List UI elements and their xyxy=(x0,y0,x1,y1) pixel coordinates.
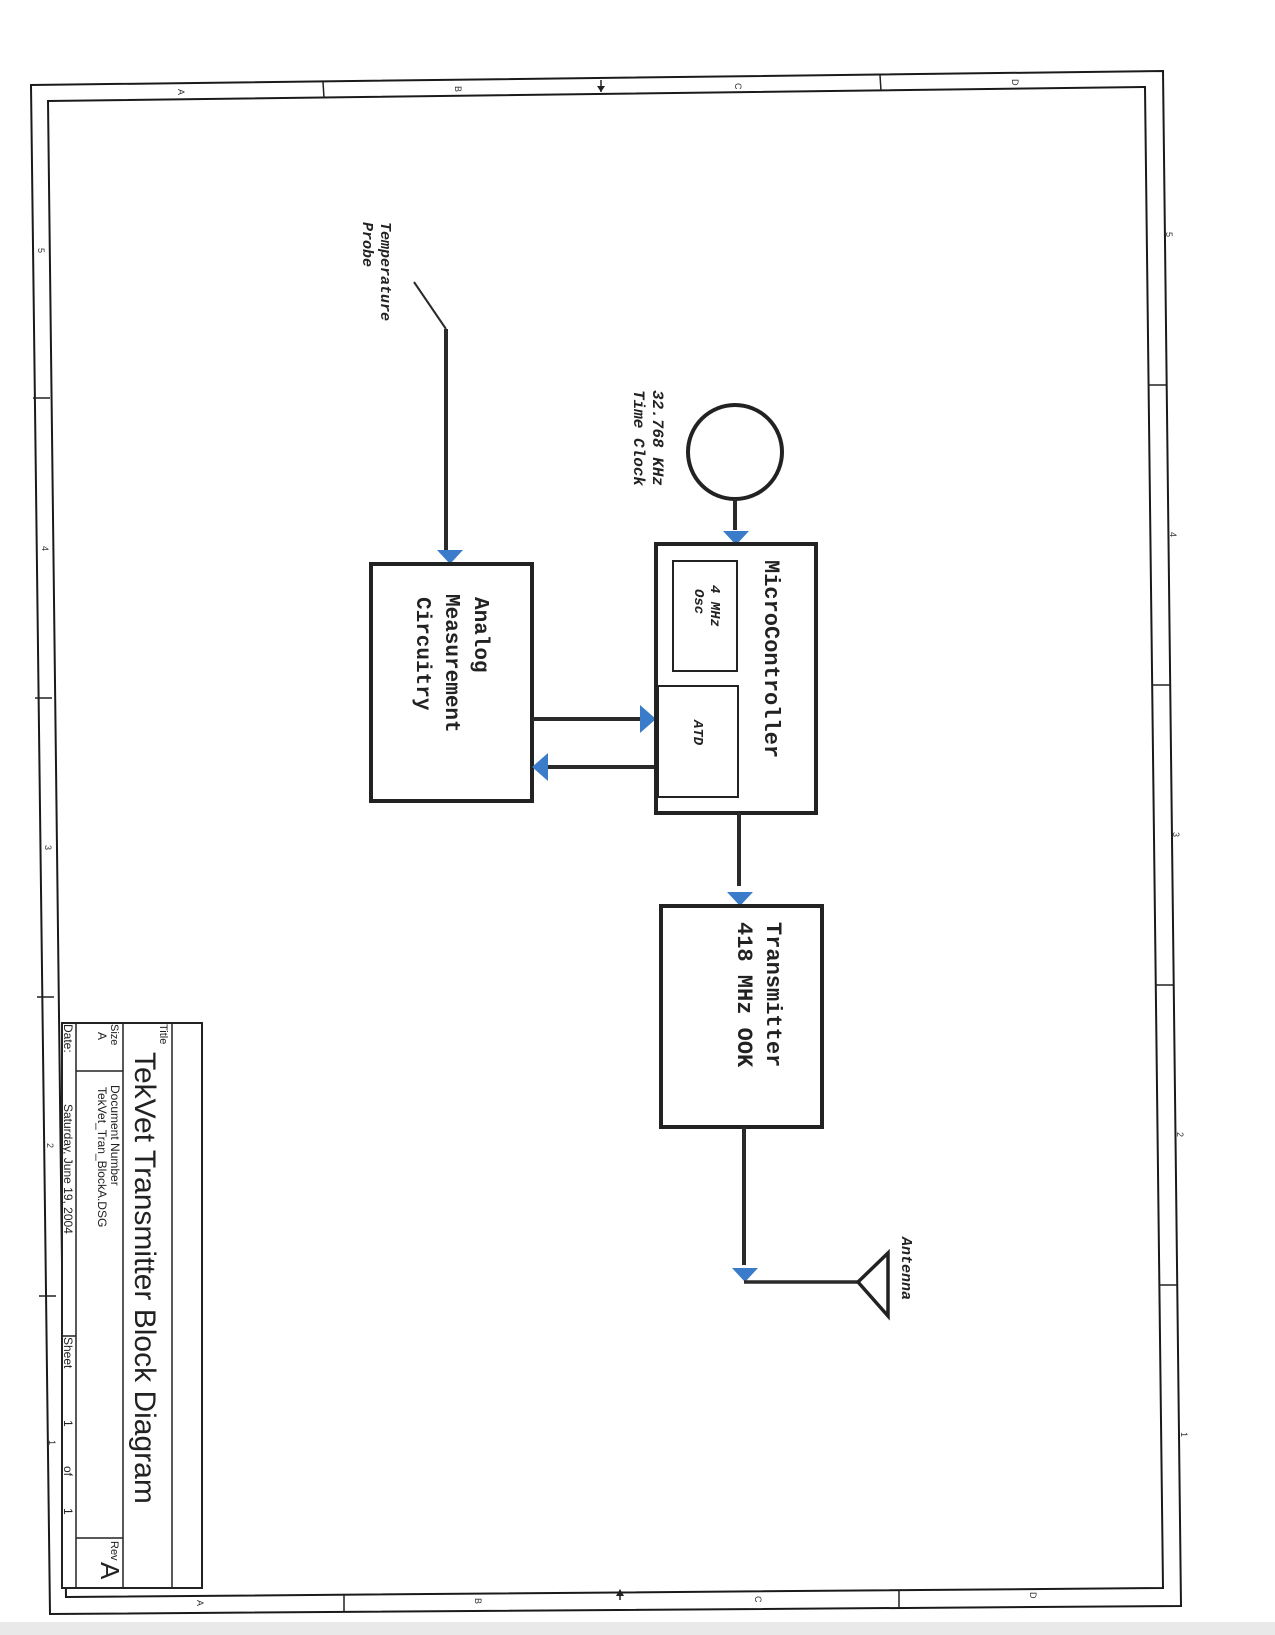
antenna-icon xyxy=(855,1248,890,1321)
zone-label-top-a: A xyxy=(176,89,186,95)
border-frame: A B C D A B C D 5 4 3 2 1 5 4 3 2 1 xyxy=(29,69,1189,1616)
transmitter-label-line2: 418 MHz OOK xyxy=(731,922,756,1068)
zone-label-bottom-d: D xyxy=(1028,1592,1038,1599)
zone-label-right-5: 5 xyxy=(1164,232,1174,237)
zone-label-bottom-b: B xyxy=(473,1598,483,1604)
doc-number-value: TekVet_Tran_BlockA.DSG xyxy=(95,1087,109,1227)
doc-number-label: Document Number xyxy=(108,1085,122,1186)
atd-label: ATD xyxy=(689,719,705,746)
clock-label-line1: 32.768 KHz xyxy=(648,390,666,486)
analog-label-line3: Circuitry xyxy=(410,597,433,711)
atd-subblock xyxy=(657,685,739,798)
time-clock: 32.768 KHz Time Clock xyxy=(629,390,784,545)
analog-label-line2: Measurement xyxy=(439,594,462,733)
clock-circle-icon xyxy=(686,403,784,501)
clock-label-line2: Time Clock xyxy=(629,390,647,486)
date-field-label: Date: xyxy=(61,1024,75,1053)
osc-subblock xyxy=(672,560,738,672)
zone-label-left-4: 4 xyxy=(40,546,50,551)
inner-border xyxy=(46,85,1165,1599)
zone-label-right-3: 3 xyxy=(1171,832,1181,837)
analog-mcu-bus xyxy=(532,705,657,781)
transmitter-block: Transmitter 418 MHz OOK xyxy=(659,904,824,1129)
title-block: Title TekVet Transmitter Block Diagram S… xyxy=(61,1022,203,1589)
size-value: A xyxy=(95,1032,109,1040)
rev-field-label: Rev xyxy=(108,1541,120,1561)
microcontroller-label: MicroController xyxy=(758,560,783,758)
size-field-label: Size xyxy=(108,1024,120,1045)
arrow-probe-to-analog-icon xyxy=(437,550,463,564)
analog-measurement-block: Analog Measurement Circuitry xyxy=(369,562,534,803)
zone-label-left-1: 1 xyxy=(47,1440,57,1445)
zone-label-left-3: 3 xyxy=(43,845,53,850)
drawing-title: TekVet Transmitter Block Diagram xyxy=(128,1052,161,1504)
outer-border xyxy=(29,69,1183,1616)
sheet-current: 1 xyxy=(61,1420,75,1427)
zone-label-right-4: 4 xyxy=(1168,532,1178,537)
zone-label-bottom-c: C xyxy=(753,1596,763,1603)
osc-label-line1: 4 MHz xyxy=(706,585,722,627)
transmitter-label-line1: Transmitter xyxy=(760,922,785,1067)
temperature-probe: Temperature Probe xyxy=(358,222,463,564)
scan-edge xyxy=(0,1622,1275,1635)
analog-label-line1: Analog xyxy=(468,597,491,673)
zone-label-bottom-a: A xyxy=(195,1600,205,1606)
zone-label-left-2: 2 xyxy=(45,1143,55,1148)
title-field-label: Title xyxy=(157,1024,169,1044)
arrow-mcu-to-analog-icon xyxy=(532,753,548,781)
arrow-mcu-to-transmitter-icon xyxy=(727,892,753,906)
zone-label-right-2: 2 xyxy=(1175,1132,1185,1137)
sheet-field-label: Sheet xyxy=(61,1337,75,1369)
arrow-analog-to-mcu-icon xyxy=(640,705,656,733)
antenna-feed: Antenna xyxy=(732,1127,914,1321)
mcu-to-transmitter-link xyxy=(727,813,753,906)
zone-label-top-c: C xyxy=(733,83,743,90)
osc-label-line2: Osc xyxy=(690,589,706,614)
temperature-probe-label-line1: Temperature xyxy=(376,222,393,321)
arrow-transmitter-to-antenna-icon xyxy=(732,1268,758,1282)
zone-label-left-5: 5 xyxy=(36,248,46,253)
sheet-total: 1 xyxy=(61,1508,75,1515)
zone-label-top-d: D xyxy=(1010,79,1020,86)
zone-label-right-1: 1 xyxy=(1179,1432,1189,1437)
rev-value: A xyxy=(95,1562,125,1580)
date-value: Saturday, June 19, 2004 xyxy=(61,1104,75,1234)
sheet-of-label: of xyxy=(61,1466,75,1477)
antenna-label: Antenna xyxy=(897,1236,914,1300)
microcontroller-block: MicroController 4 MHz Osc ATD xyxy=(654,542,818,815)
zone-label-top-b: B xyxy=(453,86,463,92)
temperature-probe-label-line2: Probe xyxy=(358,222,375,267)
